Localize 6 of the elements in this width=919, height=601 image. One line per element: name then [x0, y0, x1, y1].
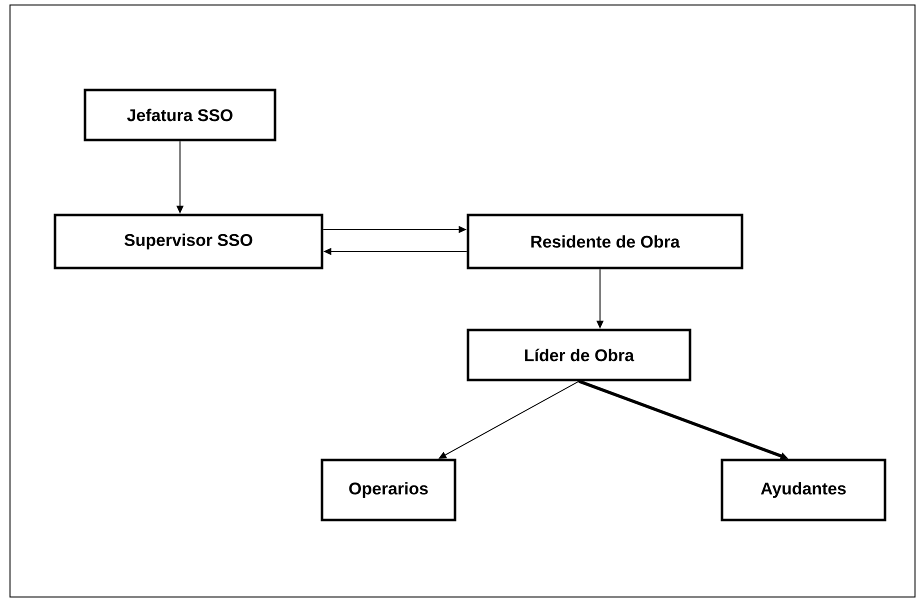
role-box: Ayudantes: [720, 458, 886, 522]
role-box: Operarios: [320, 458, 456, 522]
role-box: Residente de Obra: [466, 214, 744, 270]
role-box: Supervisor SSO: [54, 214, 324, 270]
role-box: Jefatura SSO: [84, 88, 276, 142]
role-box: Líder de Obra: [466, 328, 692, 382]
